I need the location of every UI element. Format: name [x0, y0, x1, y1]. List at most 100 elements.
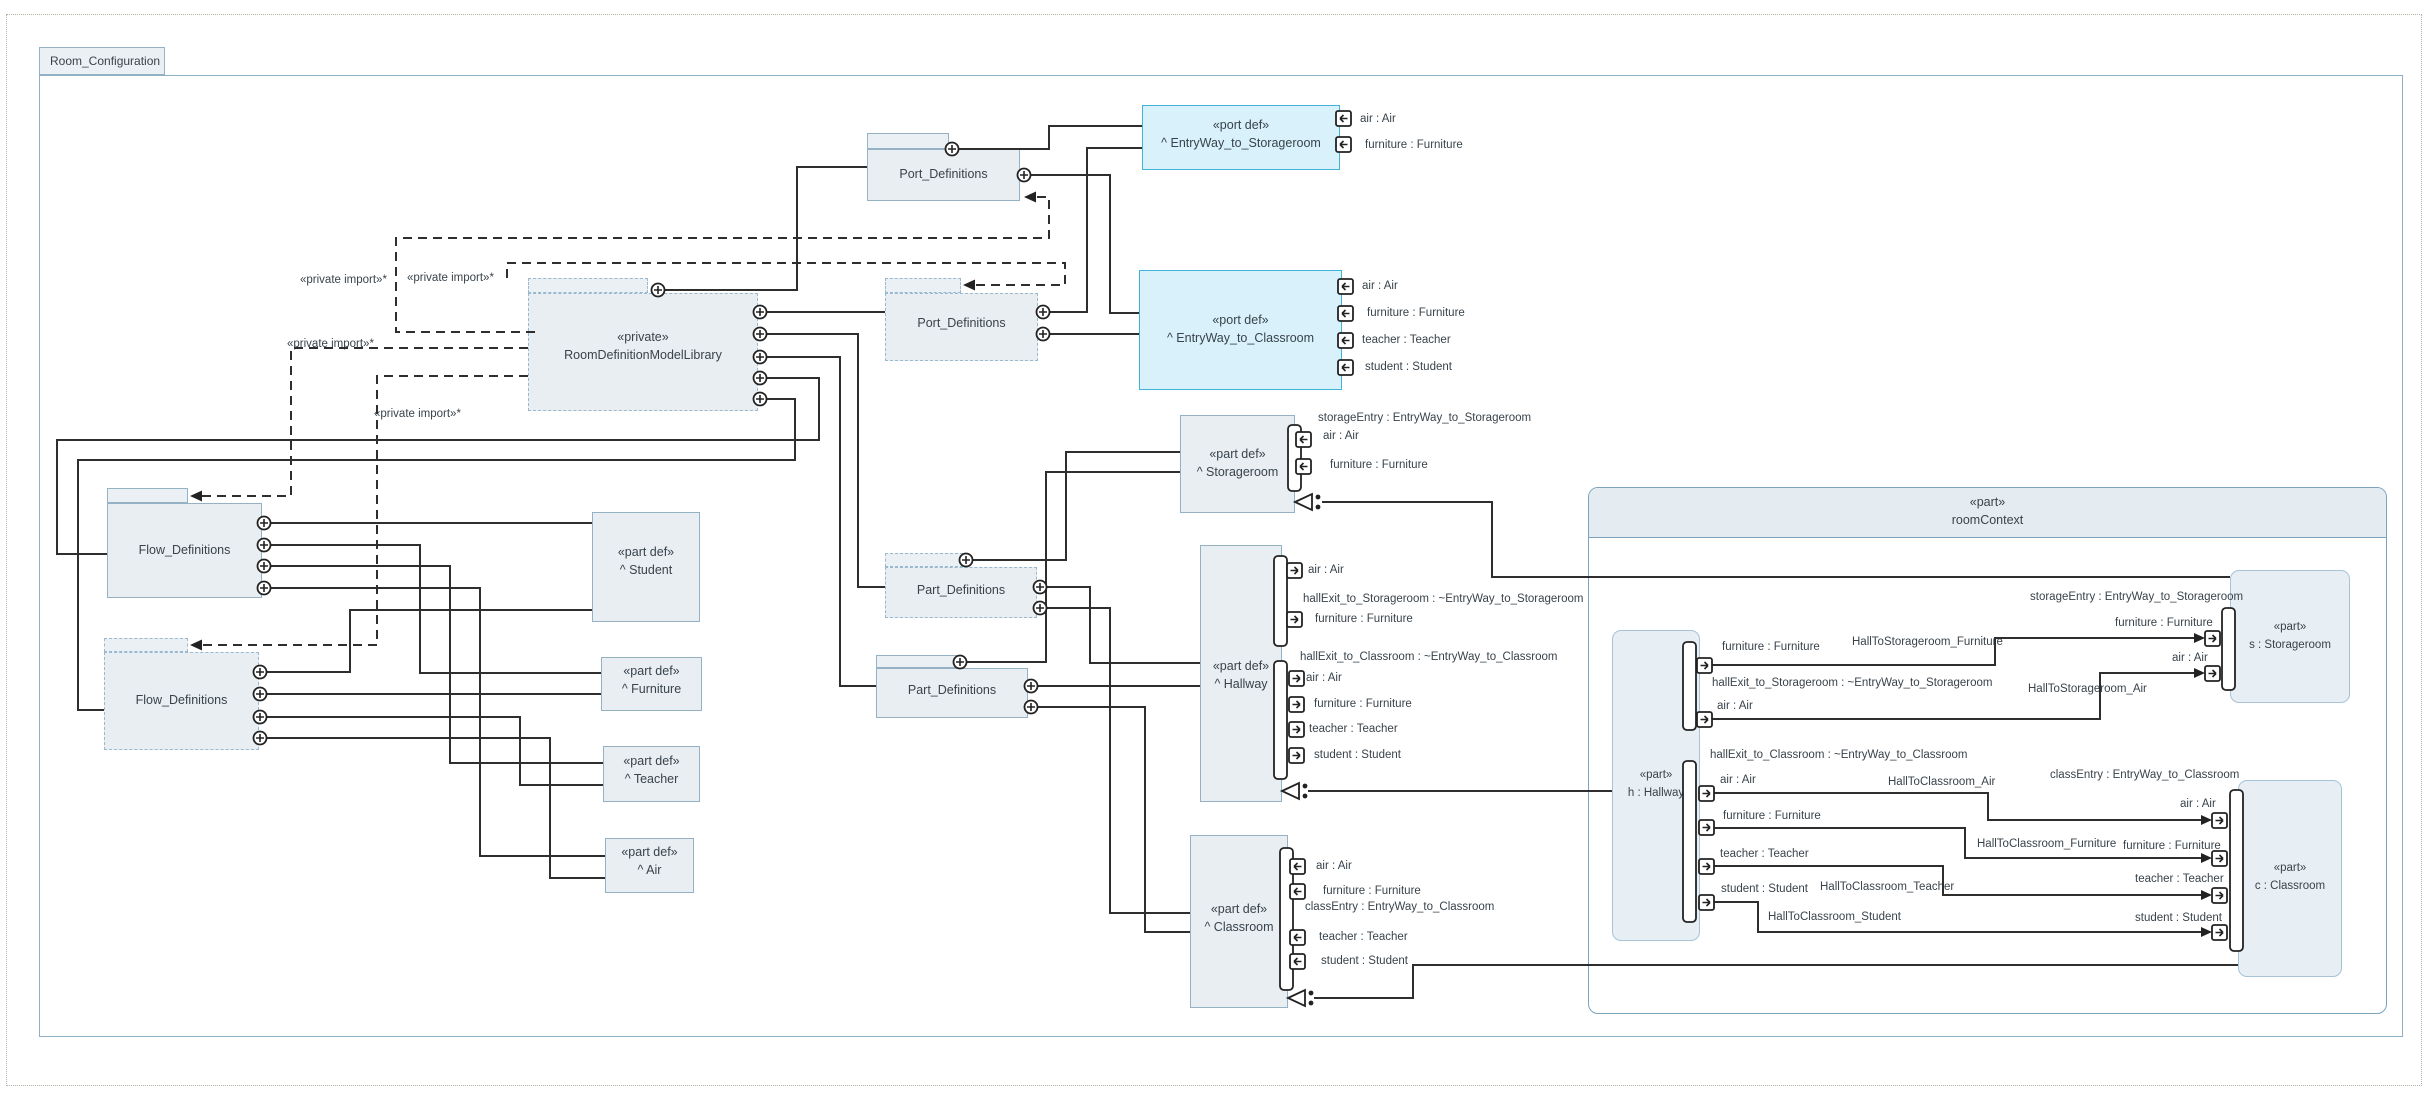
student-stereotype: «part def»	[617, 545, 675, 559]
private-import-label-1: «private import»*	[300, 274, 387, 286]
teacher-stereotype: «part def»	[623, 754, 680, 768]
part-def-storageroom[interactable]	[1180, 415, 1295, 513]
package-port-definitions-label: Port_Definitions	[899, 167, 988, 181]
hallway-g2-air: air : Air	[1306, 672, 1342, 684]
hallway-stereotype: «part def»	[1212, 659, 1270, 673]
room-context-name: roomContext	[1951, 513, 2024, 527]
ewc-name: ^ EntryWay_to_Classroom	[1166, 331, 1315, 345]
s-port-group-label: storageEntry : EntryWay_to_Storageroom	[2030, 591, 2244, 603]
teacher-name: ^ Teacher	[624, 772, 679, 786]
s-port-furniture: furniture : Furniture	[2115, 617, 2213, 629]
port-def-entryway-to-storageroom[interactable]	[1142, 105, 1340, 170]
package-port-definitions-ref-tab[interactable]	[885, 278, 961, 293]
student-name: ^ Student	[619, 563, 673, 577]
diagram-outer-border	[6, 14, 2422, 1086]
furniture-name: ^ Furniture	[621, 682, 682, 696]
hallway-g1-furniture: furniture : Furniture	[1315, 613, 1413, 625]
c-stereotype: «part»	[2273, 862, 2307, 874]
part-c-classroom[interactable]	[2238, 780, 2342, 977]
h-g1-furniture: furniture : Furniture	[1722, 641, 1820, 653]
h-g2-furniture: furniture : Furniture	[1723, 810, 1821, 822]
private-import-label-4: «private import»*	[374, 408, 461, 420]
package-port-definitions-ref-label: Port_Definitions	[917, 316, 1006, 330]
frame-tab[interactable]	[39, 47, 165, 75]
storageroom-name: ^ Storageroom	[1196, 465, 1279, 479]
classroom-port-group-label: classEntry : EntryWay_to_Classroom	[1305, 901, 1495, 913]
air-stereotype: «part def»	[621, 845, 678, 859]
classroom-stereotype: «part def»	[1210, 902, 1268, 916]
s-port-air: air : Air	[2172, 652, 2208, 664]
ews-name: ^ EntryWay_to_Storageroom	[1161, 136, 1321, 150]
connector-label-htc-teacher: HallToClassroom_Teacher	[1820, 881, 1955, 893]
model-library-name: RoomDefinitionModelLibrary	[564, 348, 722, 362]
classroom-port-furniture: furniture : Furniture	[1323, 885, 1421, 897]
package-part-definitions-ref-label: Part_Definitions	[916, 583, 1006, 597]
furniture-stereotype: «part def»	[623, 664, 680, 678]
storageroom-port-air: air : Air	[1323, 430, 1359, 442]
h-g2-teacher: teacher : Teacher	[1720, 848, 1809, 860]
storageroom-port-group-label: storageEntry : EntryWay_to_Storageroom	[1318, 412, 1532, 424]
hallway-g2-student: student : Student	[1314, 749, 1401, 761]
part-def-classroom[interactable]	[1190, 835, 1288, 1008]
s-stereotype: «part»	[2273, 621, 2307, 633]
h-name: h : Hallway	[1627, 787, 1685, 799]
c-port-furniture: furniture : Furniture	[2123, 840, 2221, 852]
hallway-g2-furniture: furniture : Furniture	[1314, 698, 1412, 710]
ewc-stereotype: «port def»	[1212, 313, 1269, 327]
ewc-port-furniture: furniture : Furniture	[1367, 307, 1465, 319]
room-context-stereotype: «part»	[1969, 495, 2006, 509]
h-g2-student: student : Student	[1721, 883, 1808, 895]
classroom-port-teacher: teacher : Teacher	[1319, 931, 1408, 943]
connector-label-htc-student: HallToClassroom_Student	[1768, 911, 1901, 923]
s-name: s : Storageroom	[2249, 639, 2331, 651]
part-def-air[interactable]	[605, 838, 694, 893]
package-flow-definitions-ref-tab[interactable]	[104, 638, 188, 652]
package-model-library-tab[interactable]	[528, 278, 648, 293]
air-name: ^ Air	[637, 863, 662, 877]
c-name: c : Classroom	[2254, 880, 2326, 892]
h-g1-air: air : Air	[1717, 700, 1753, 712]
ews-stereotype: «port def»	[1212, 118, 1270, 132]
hallway-g2-teacher: teacher : Teacher	[1309, 723, 1398, 735]
h-group1-label: hallExit_to_Storageroom : ~EntryWay_to_S…	[1712, 677, 1993, 689]
port-def-entryway-to-classroom[interactable]	[1139, 270, 1342, 390]
classroom-port-student: student : Student	[1321, 955, 1408, 967]
ewc-port-student: student : Student	[1365, 361, 1452, 373]
hallway-group2-label: hallExit_to_Classroom : ~EntryWay_to_Cla…	[1300, 651, 1558, 663]
ewc-port-air: air : Air	[1362, 280, 1398, 292]
package-part-definitions-tab[interactable]	[876, 655, 957, 668]
ews-port-furniture: furniture : Furniture	[1365, 139, 1463, 151]
c-port-student: student : Student	[2135, 912, 2222, 924]
classroom-name: ^ Classroom	[1204, 920, 1274, 934]
connector-label-hts-furniture: HallToStorageroom_Furniture	[1852, 636, 2003, 648]
part-def-hallway[interactable]	[1200, 545, 1282, 802]
storageroom-port-furniture: furniture : Furniture	[1330, 459, 1428, 471]
package-flow-definitions-label: Flow_Definitions	[138, 543, 231, 557]
package-part-definitions-ref-tab[interactable]	[885, 553, 963, 567]
h-g2-air: air : Air	[1720, 774, 1756, 786]
private-import-label-2: «private import»*	[407, 272, 494, 284]
model-library-stereotype: «private»	[617, 330, 669, 344]
c-port-teacher: teacher : Teacher	[2135, 873, 2224, 885]
part-s-storageroom[interactable]	[2230, 570, 2350, 703]
part-def-teacher[interactable]	[603, 746, 700, 802]
h-stereotype: «part»	[1639, 769, 1673, 781]
package-flow-definitions-tab[interactable]	[107, 488, 188, 503]
frame-title: Room_Configuration	[50, 54, 161, 68]
hallway-name: ^ Hallway	[1214, 677, 1268, 691]
storageroom-stereotype: «part def»	[1209, 447, 1266, 461]
c-port-group-label: classEntry : EntryWay_to_Classroom	[2050, 769, 2240, 781]
ews-port-air: air : Air	[1360, 113, 1396, 125]
hallway-group1-label: hallExit_to_Storageroom : ~EntryWay_to_S…	[1303, 593, 1584, 605]
classroom-port-air: air : Air	[1316, 860, 1352, 872]
connector-label-hts-air: HallToStorageroom_Air	[2028, 683, 2147, 695]
connector-label-htc-air: HallToClassroom_Air	[1888, 776, 1996, 788]
package-port-definitions-tab[interactable]	[867, 133, 949, 149]
package-flow-definitions-ref-label: Flow_Definitions	[135, 693, 228, 707]
private-import-label-3: «private import»*	[287, 338, 374, 350]
h-group2-label: hallExit_to_Classroom : ~EntryWay_to_Cla…	[1710, 749, 1968, 761]
hallway-g1-air: air : Air	[1308, 564, 1344, 576]
ewc-port-teacher: teacher : Teacher	[1362, 334, 1451, 346]
package-part-definitions[interactable]	[876, 668, 1028, 718]
